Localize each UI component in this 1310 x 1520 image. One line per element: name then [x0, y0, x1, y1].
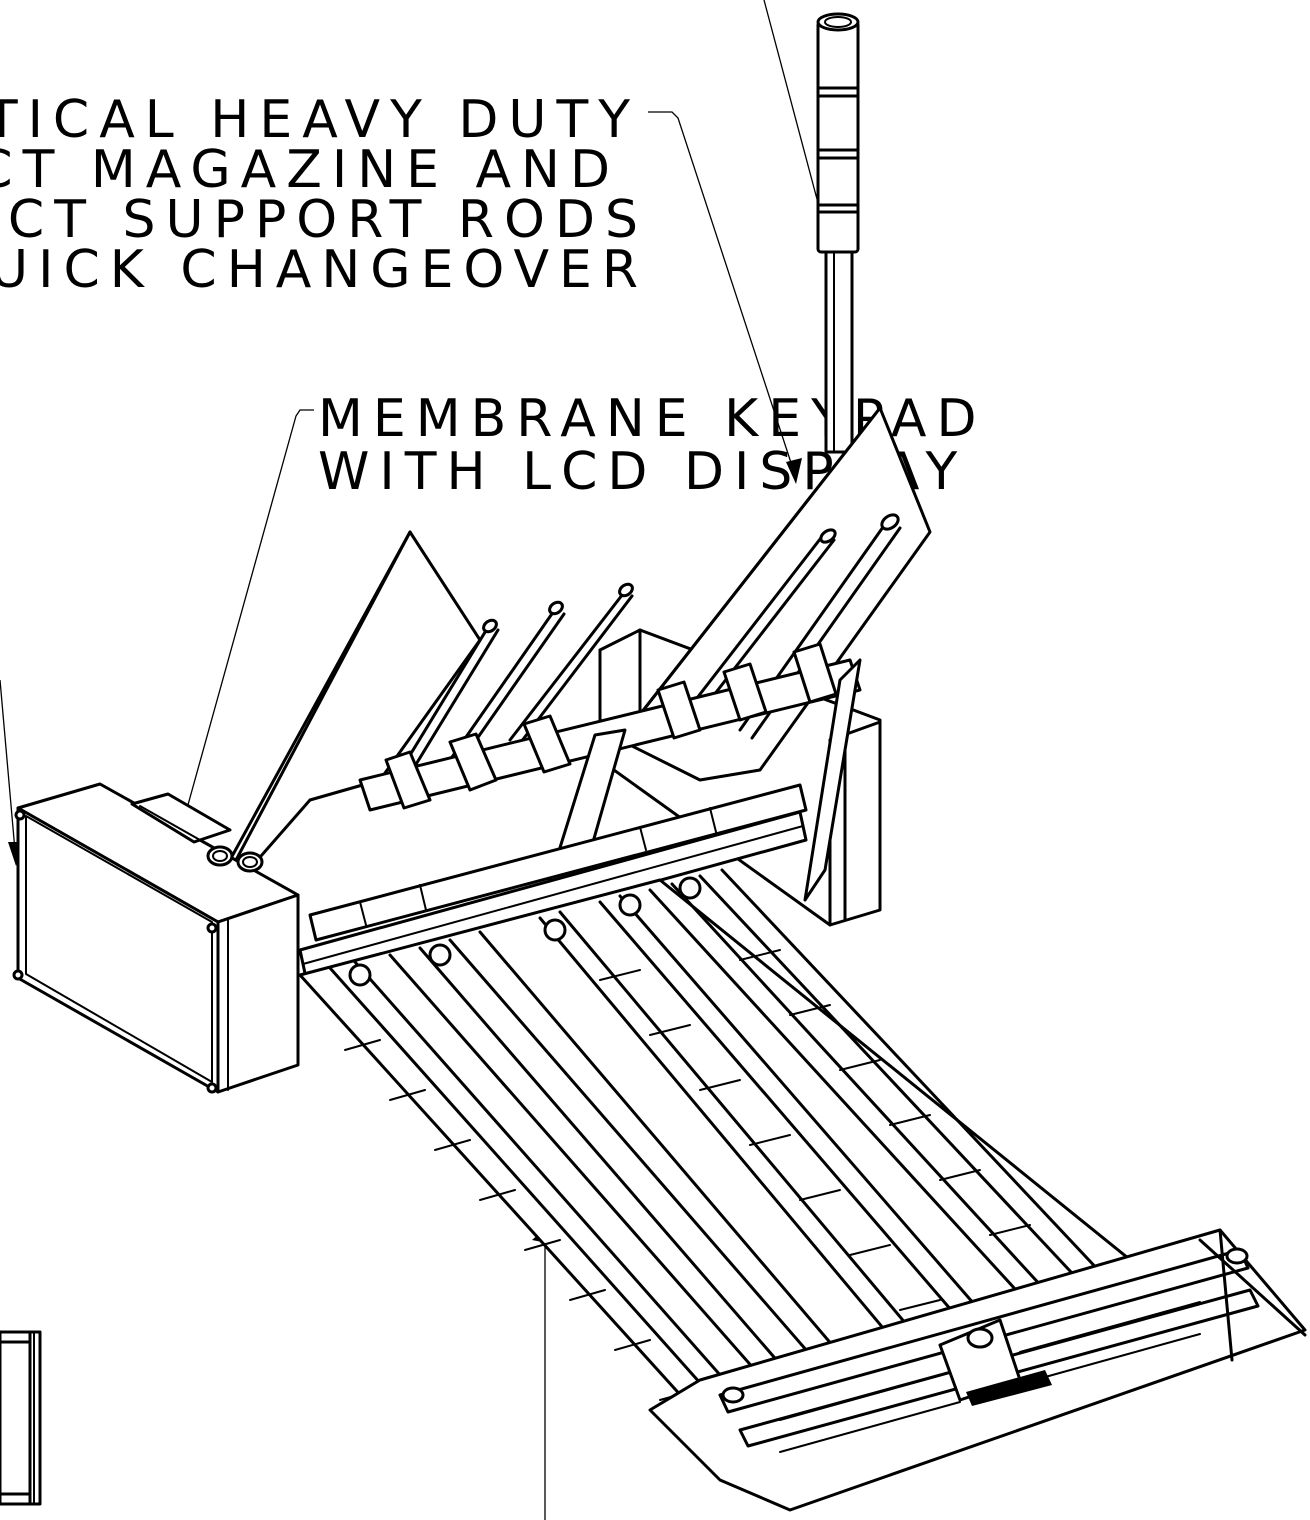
partial-bracket [0, 1330, 42, 1506]
magazine-leader-arrow [786, 458, 802, 484]
magazine-callout-line-2: PRODUCT MAGAZINE AND [0, 140, 620, 200]
keypad-leader [175, 409, 314, 849]
magazine-callout: 0" VERTICAL HEAVY DUTY PRODUCT MAGAZINE … [0, 90, 648, 300]
magazine-leader [648, 111, 797, 479]
left-magazine-plate [228, 530, 634, 882]
magazine-callout-line-3: PRODUCT SUPPORT RODS [0, 190, 648, 250]
control-enclosure [12, 782, 300, 1094]
magazine-callout-line-1: 0" VERTICAL HEAVY DUTY [0, 90, 640, 150]
magazine-callout-line-4: WITH QUICK CHANGEOVER [0, 240, 648, 300]
right-magazine-plate [618, 406, 932, 782]
stack-light [816, 12, 860, 454]
discharge-end [648, 1228, 1307, 1512]
cross-shafts [298, 783, 808, 980]
enclosure-leader [0, 679, 17, 863]
